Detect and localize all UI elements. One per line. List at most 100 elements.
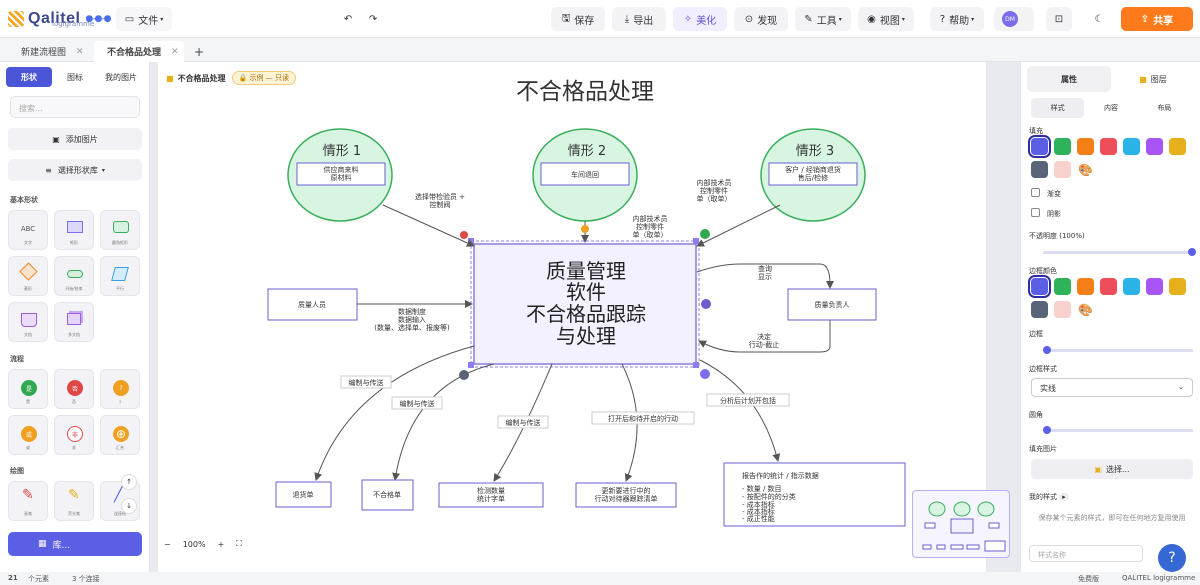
link-badge-icon[interactable] [701, 299, 711, 309]
fill-swatch[interactable] [1028, 135, 1051, 158]
tab-layout[interactable]: 布局 [1157, 104, 1172, 112]
minimap[interactable] [912, 490, 1010, 558]
library-button[interactable]: ▦库... [8, 532, 142, 556]
case-2[interactable]: 情形 2 车间退回 [532, 128, 638, 222]
tab-style[interactable]: 样式 [1031, 98, 1085, 118]
shape-not[interactable]: 非非 [54, 415, 94, 455]
shadow-checkbox[interactable] [1031, 208, 1040, 217]
error-badge-icon[interactable] [460, 231, 468, 239]
fill-swatch[interactable] [1077, 138, 1094, 155]
palette-icon[interactable]: 🎨 [1078, 302, 1093, 317]
zoom-out-button[interactable]: − [164, 539, 171, 549]
tab-my-images[interactable]: 我的图片 [105, 72, 137, 82]
border-swatch[interactable] [1054, 278, 1071, 295]
scroll-up-button[interactable]: ↑ [121, 474, 137, 490]
choose-image-button[interactable]: ▣选择... [1031, 459, 1193, 479]
beautify-button[interactable]: ✧美化 [673, 7, 727, 31]
edge-case1[interactable] [382, 204, 475, 247]
shape-question[interactable]: ?? [100, 369, 140, 409]
shape-search-input[interactable]: 搜索... [10, 96, 140, 118]
radius-slider[interactable] [1043, 426, 1193, 434]
help-fab-button[interactable]: ? [1158, 544, 1186, 572]
border-swatch[interactable] [1169, 278, 1186, 295]
fill-swatch[interactable] [1123, 138, 1140, 155]
style-name-input[interactable]: 样式名称 [1029, 545, 1143, 562]
app-logo[interactable]: Qalitel ●-●-● [8, 6, 111, 32]
tab-shapes[interactable]: 形状 [6, 67, 52, 87]
case-1[interactable]: 情形 1 供应商来料原材料 [287, 128, 393, 222]
redo-button[interactable]: ↷ [362, 7, 384, 31]
close-icon[interactable]: ✕ [171, 46, 179, 57]
edge-case3[interactable] [696, 204, 781, 247]
save-button[interactable]: 🖫保存 [551, 7, 605, 31]
border-width-slider[interactable] [1043, 346, 1193, 354]
action-tracking-box[interactable]: 更新要进行中的行动对待器跟踪清单 [575, 482, 677, 508]
fill-swatch[interactable] [1146, 138, 1163, 155]
border-width-knob[interactable] [1043, 346, 1051, 354]
shape-junction[interactable]: ⊕汇合 [100, 415, 140, 455]
edge-b1[interactable] [314, 345, 475, 481]
theme-toggle-button[interactable]: ☾ [1086, 7, 1112, 31]
tools-button[interactable]: ✎工具▾ [795, 7, 851, 31]
case-3[interactable]: 情形 3 客户 / 经销商退货售后/检修 [760, 128, 866, 222]
close-icon[interactable]: ✕ [76, 46, 84, 57]
fit-screen-icon[interactable]: ⛶ [236, 539, 242, 548]
remove-badge-icon[interactable] [459, 370, 469, 380]
shape-or[interactable]: 或或 [8, 415, 48, 455]
fill-swatch[interactable] [1054, 138, 1071, 155]
shape-terminator[interactable]: 开始/结束 [54, 256, 94, 296]
tool-highlighter[interactable]: ✎荧光笔 [54, 481, 94, 521]
shape-diamond[interactable]: 菱形 [8, 256, 48, 296]
border-style-select[interactable]: 实线⌄ [1031, 378, 1193, 397]
report-box[interactable]: 报告作的统计 / 指示数据 - 数量 / 数目 - 按配件的的分类 - 成本指标… [723, 462, 906, 527]
diagram-sheet[interactable]: 不合格品处理 情形 1 供应商来料原材料 情形 2 车间退回 情形 3 客户 /… [158, 62, 986, 572]
palette-icon[interactable]: 🎨 [1078, 162, 1093, 177]
quality-manager-box[interactable]: 质量负责人 [787, 288, 877, 321]
shape-no[interactable]: 否否 [54, 369, 94, 409]
warning-badge-icon[interactable] [581, 225, 589, 233]
border-swatch[interactable] [1028, 275, 1051, 298]
export-button[interactable]: ⤓导出 [612, 7, 666, 31]
new-tab-button[interactable]: + [186, 41, 206, 62]
tool-connector[interactable]: ╱连接线 [100, 481, 140, 521]
return-slip-box[interactable]: 退货单 [275, 481, 332, 508]
fill-swatch[interactable] [1054, 161, 1071, 178]
present-button[interactable]: ⊡ [1046, 7, 1072, 31]
quality-staff-box[interactable]: 质量人员 [267, 288, 358, 321]
undo-button[interactable]: ↶ [337, 7, 359, 31]
shape-rectangle[interactable]: 矩形 [54, 210, 94, 250]
inspection-stats-box[interactable]: 检测数量统计字单 [438, 482, 544, 508]
add-image-button[interactable]: ▣添加图片 [8, 128, 142, 150]
zoom-in-button[interactable]: + [217, 539, 225, 549]
border-swatch[interactable] [1146, 278, 1163, 295]
edge-b3[interactable] [493, 363, 553, 482]
discover-button[interactable]: ⊙发现 [734, 7, 788, 31]
tab-icons[interactable]: 图标 [67, 72, 83, 82]
connect-badge-icon[interactable] [700, 369, 710, 379]
shape-parallelogram[interactable]: 平行 [100, 256, 140, 296]
border-swatch[interactable] [1077, 278, 1094, 295]
tab-nonconforming[interactable]: 不合格品处理✕ [94, 41, 184, 62]
tool-pen[interactable]: ✎画笔 [8, 481, 48, 521]
tab-content[interactable]: 内容 [1103, 104, 1118, 112]
edge-b2[interactable] [392, 363, 495, 481]
tab-layers[interactable]: ■图层 [1111, 66, 1195, 92]
opacity-slider-knob[interactable] [1188, 248, 1196, 256]
border-swatch[interactable] [1100, 278, 1117, 295]
opacity-slider[interactable] [1043, 248, 1196, 256]
edge-b5[interactable] [699, 359, 781, 462]
shape-yes[interactable]: 是是 [8, 369, 48, 409]
edge-right-in[interactable] [698, 320, 831, 353]
help-button[interactable]: ?帮助▾ [930, 7, 984, 31]
shape-rounded-rectangle[interactable]: 圆角矩形 [100, 210, 140, 250]
fill-swatch[interactable] [1031, 161, 1048, 178]
success-badge-icon[interactable] [700, 229, 710, 239]
share-button[interactable]: ⇪共享 [1121, 7, 1193, 31]
tab-new-flowchart[interactable]: 新建流程图✕ [8, 41, 90, 62]
tab-properties[interactable]: 属性 [1027, 66, 1111, 92]
view-button[interactable]: ◉视图▾ [858, 7, 914, 31]
border-swatch[interactable] [1054, 301, 1071, 318]
scroll-down-button[interactable]: ↓ [121, 498, 137, 514]
nonconformity-slip-box[interactable]: 不合格单 [361, 479, 414, 511]
